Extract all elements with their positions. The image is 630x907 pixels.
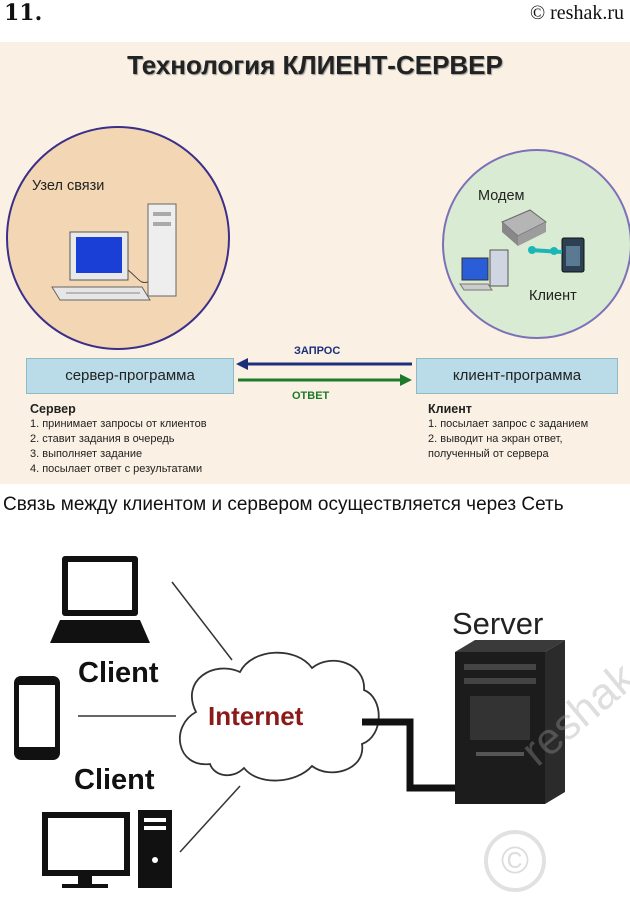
internet-label: Internet (208, 701, 304, 731)
client-item: 2. выводит на экран ответ, (428, 433, 563, 445)
server-item: 3. выполняет задание (30, 448, 143, 460)
client-label-bottom: Client (74, 764, 155, 796)
client-item: 1. посылает запрос с заданием (428, 418, 589, 430)
server-item: 1. принимает запросы от клиентов (30, 418, 207, 430)
server-description: Сервер 1. принимает запросы от клиентов … (30, 401, 270, 477)
client-circle (442, 149, 630, 339)
slide-title: Технология КЛИЕНТ-СЕРВЕР (127, 50, 503, 80)
client-label: Клиент (529, 288, 577, 304)
client-item: полученный от сервера (428, 448, 549, 460)
smartphone-icon (14, 676, 60, 760)
modem-icon (501, 209, 547, 246)
request-label: ЗАПРОС (294, 345, 341, 357)
node-label: Узел связи (32, 178, 105, 194)
client-computer-icon (459, 249, 509, 291)
client-program-box: клиент-программа (416, 358, 618, 394)
server-label: Server (452, 606, 544, 641)
client-description: Клиент 1. посылает запрос с заданием 2. … (428, 401, 628, 462)
laptop-icon (50, 556, 150, 643)
modem-label: Модем (478, 188, 525, 204)
client-label-top: Client (78, 657, 159, 689)
caption-text: Связь между клиентом и сервером осуществ… (3, 494, 564, 515)
desktop-monitor-icon (42, 812, 130, 888)
watermark-copyright-icon: © (484, 830, 546, 892)
link-laptop (171, 581, 233, 661)
server-heading: Сервер (30, 402, 76, 416)
telephone-icon (561, 237, 585, 273)
server-program-box: сервер-программа (26, 358, 234, 394)
copyright-text: © reshak.ru (529, 2, 624, 24)
desktop-computer-icon (51, 203, 177, 301)
system-unit-icon (138, 810, 172, 888)
server-cable (362, 718, 458, 792)
internet-cloud-icon (179, 651, 380, 782)
link-desktop (179, 785, 241, 853)
server-item: 2. ставит задания в очередь (30, 433, 175, 445)
connector-icon (528, 246, 563, 255)
response-label: ОТВЕТ (292, 390, 330, 402)
server-tower-icon (455, 640, 565, 804)
task-number: 11. (4, 0, 43, 26)
client-heading: Клиент (428, 402, 472, 416)
server-item: 4. посылает ответ с результатами (30, 463, 203, 475)
